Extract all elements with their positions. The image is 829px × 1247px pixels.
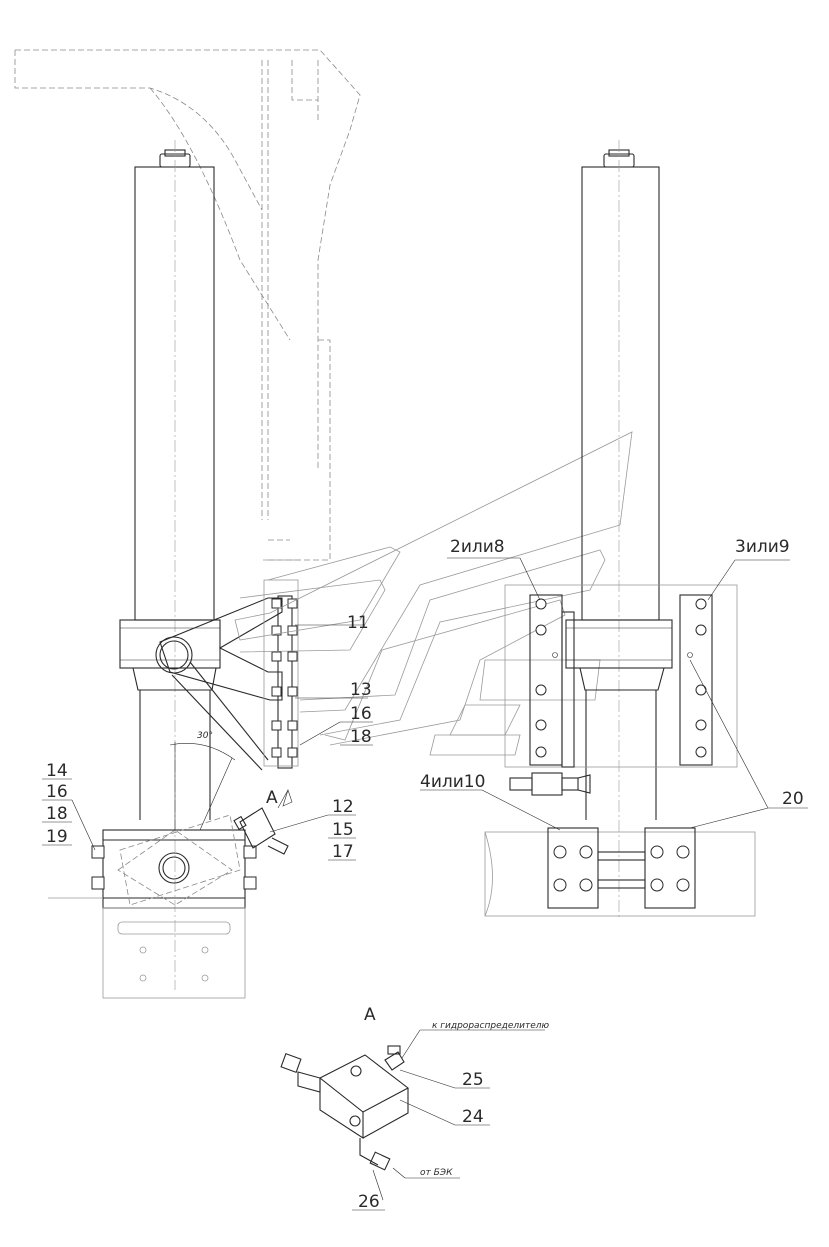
label-2-8: 2или8 — [450, 537, 505, 557]
label-19: 19 — [46, 827, 68, 847]
hydraulic-hoses — [234, 431, 633, 756]
bracket-bolts — [271, 598, 298, 758]
label-17: 17 — [332, 842, 354, 862]
label-3-9: 3или9 — [735, 537, 790, 557]
leader-lines — [42, 557, 808, 861]
ghost-frame-outline — [14, 49, 361, 561]
angle-label: 30° — [197, 731, 213, 741]
label-a-detail: A — [364, 1005, 376, 1025]
label-11: 11 — [347, 613, 369, 633]
label-a-top: A — [266, 788, 278, 808]
label-26: 26 — [358, 1192, 380, 1212]
label-15: 15 — [332, 820, 354, 840]
label-16-top: 16 — [350, 704, 372, 724]
hose-fitting-right — [509, 772, 591, 796]
label-4-10: 4или10 — [420, 772, 485, 792]
angle-dimension: 30° — [169, 731, 236, 831]
label-18-top: 18 — [350, 727, 372, 747]
from-bek-note: от БЭК — [420, 1168, 453, 1178]
label-13: 13 — [350, 680, 372, 700]
label-24: 24 — [462, 1107, 484, 1127]
label-25: 25 — [462, 1070, 484, 1090]
label-16-left: 16 — [46, 782, 68, 802]
label-20: 20 — [782, 789, 804, 809]
label-18-left: 18 — [46, 804, 68, 824]
left-hydraulic-cylinder — [119, 140, 221, 990]
to-distributor-note: к гидрораспределителю — [432, 1021, 550, 1031]
left-bracket-arm — [159, 579, 299, 771]
left-base-clamp — [48, 814, 257, 999]
right-base-clamp — [484, 827, 756, 917]
label-12: 12 — [332, 797, 354, 817]
detail-a-valve: к гидрораспределителю от БЭК — [280, 1021, 550, 1211]
valve-block-left — [233, 789, 289, 855]
right-mounting-plates — [504, 584, 738, 768]
right-hydraulic-cylinder — [565, 140, 673, 920]
label-14: 14 — [46, 761, 68, 781]
